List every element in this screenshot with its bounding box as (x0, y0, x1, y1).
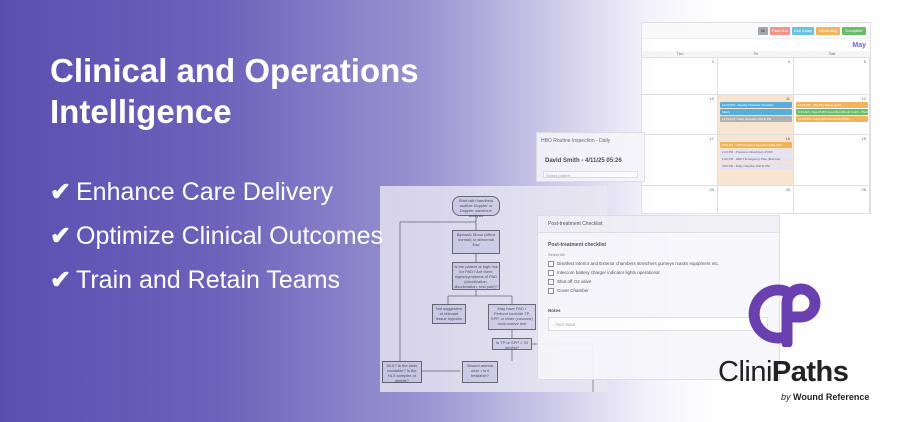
calendar-day-header: Thu Fri Sat (642, 51, 870, 58)
calendar-event[interactable]: 12:00 PM - Daily chamber IAW E PM (720, 116, 792, 122)
benefit-item: ✔Train and Retain Teams (50, 266, 341, 294)
calendar-day-cell[interactable]: 19 (794, 135, 870, 186)
day-number: 24 (709, 187, 714, 192)
day-name: Thu (676, 51, 684, 56)
notes-input[interactable]: Your Input (548, 317, 768, 331)
day-name: Fri (753, 51, 759, 56)
calendar-screenshot: All Past due Due today Upcoming Complete… (641, 22, 871, 214)
calendar-day-cell[interactable]: 17 (642, 135, 718, 186)
brand-name: CliniPaths (718, 356, 849, 388)
checkbox[interactable] (548, 279, 554, 285)
day-number: 5 (863, 59, 866, 64)
calendar-event[interactable]: Marcy (720, 109, 792, 115)
select-all-link[interactable]: Select All (548, 252, 565, 257)
day-number: 12 (861, 96, 866, 101)
headline-line: Clinical and Operations (50, 52, 419, 89)
checkmark-icon: ✔ (50, 178, 71, 206)
day-number: 17 (709, 136, 714, 141)
day-number: 26 (861, 187, 866, 192)
checklist-item[interactable]: Cover Chamber (548, 288, 589, 294)
filter-all-button[interactable]: All (758, 27, 768, 35)
filter-due-today-button[interactable]: Due today (792, 27, 814, 35)
day-number: 25 (785, 187, 790, 192)
calendar-event[interactable]: 6:00 AM - HBO Routine Inspection Daily D… (720, 142, 792, 148)
calendar-day-cell[interactable]: 24 (642, 186, 718, 213)
calendar-filter-bar: All Past due Due today Upcoming Complete (642, 23, 870, 39)
inspection-title: HBO Routine Inspection - Daily (541, 138, 611, 144)
day-number: 18 (785, 136, 790, 141)
checklist-item[interactable]: Disinfect interior and Exterior chambers… (548, 261, 719, 267)
flowchart-node: Not suggestive of relevant tissue hypoxi… (432, 304, 466, 324)
benefit-list: ✔Enhance Care Delivery ✔Optimize Clinica… (50, 176, 383, 308)
flowchart-node: Is TP or SPP > 30 mmHg? (492, 338, 532, 350)
checkbox[interactable] (548, 261, 554, 267)
calendar-event[interactable]: 12:00 AM - Monthly Safety Audit (796, 102, 868, 108)
inspection-panel: HBO Routine Inspection - Daily David Smi… (536, 132, 645, 182)
checkmark-icon: ✔ (50, 222, 71, 250)
checklist-panel: Post-treatment Checklist Post-treatment … (537, 215, 780, 380)
day-name: Sat (828, 51, 835, 56)
headline-line: Intelligence (50, 93, 232, 130)
calendar-event[interactable]: 1:00 PM - HBOT Emergency Plan (Burnout) (720, 156, 792, 162)
notes-label: Notes (548, 308, 561, 313)
day-number: 19 (861, 136, 866, 141)
calendar-event[interactable]: 1:00 PM - Pressure Ulcer/Injury PU/PI (720, 149, 792, 155)
checklist-item[interactable]: Shut off O2 valve (548, 279, 591, 285)
calendar-day-cell[interactable]: 12 (794, 95, 870, 135)
checkbox[interactable] (548, 270, 554, 276)
patient-select[interactable]: Select patient (543, 171, 638, 178)
calendar-event[interactable]: 10:00 PM - Weekly Chamber Checklist (720, 102, 792, 108)
day-number: 3 (711, 59, 714, 64)
inspection-user: David Smith - 4/11/25 05:26 (545, 158, 622, 164)
flowchart-node: Wound arterial ulcer • Is it treatable? (462, 361, 498, 383)
calendar-month-label: May (852, 42, 866, 49)
filter-upcoming-button[interactable]: Upcoming (816, 27, 840, 35)
checkbox[interactable] (548, 288, 554, 294)
calendar-day-cell[interactable]: 10 (642, 95, 718, 135)
flowchart-node: May have PAD • Perform bedside TP, SPP, … (488, 304, 536, 330)
calendar-day-cell[interactable]: 5 (794, 58, 870, 95)
calendar-event[interactable]: 9:15 AM - New PU/PI Care Plan Rhodri Smi… (796, 109, 868, 115)
calendar-event[interactable]: 12:00 PM - Daily HBO Checklist (PPE) (796, 116, 868, 122)
flowchart-start-node: Start with handheld audible Doppler or D… (452, 196, 500, 218)
headline: Clinical and Operations Intelligence (50, 50, 419, 132)
checklist-header: Post-treatment Checklist (538, 216, 779, 233)
checklist-heading: Post-treatment checklist (548, 242, 607, 248)
brand-byline: by Wound Reference (781, 392, 870, 402)
day-number: 4 (787, 59, 790, 64)
filter-past-due-button[interactable]: Past due (770, 27, 790, 35)
filter-complete-button[interactable]: Complete (842, 27, 866, 35)
calendar-day-cell[interactable]: 25 (718, 186, 794, 213)
benefit-item: ✔Optimize Clinical Outcomes (50, 222, 384, 250)
flowchart-node: Is the patient at high risk for PAD? Are… (452, 262, 500, 290)
calendar-event[interactable]: 4:00 PM - Daily chamber IAW E PM (720, 163, 792, 169)
calendar-day-cell[interactable]: 3 (642, 58, 718, 95)
calendar-day-cell[interactable]: 11 (718, 95, 794, 135)
day-number: 10 (709, 96, 714, 101)
day-number: 11 (785, 96, 790, 101)
benefit-item: ✔Enhance Care Delivery (50, 178, 334, 206)
calendar-day-cell[interactable]: 4 (718, 58, 794, 95)
flowchart-node: HLX? Is the ulcer locatable? Is the HLX … (382, 361, 422, 383)
flowchart-node: Biphasic Mono (affect normal) or abnorma… (452, 230, 500, 254)
checklist-panel-title: Post-treatment Checklist (548, 221, 603, 227)
clinipaths-logo-icon (748, 283, 821, 347)
checklist-item[interactable]: Intercom battery charger indicator light… (548, 270, 660, 276)
calendar-day-cell[interactable]: 26 (794, 186, 870, 213)
checkmark-icon: ✔ (50, 266, 71, 294)
